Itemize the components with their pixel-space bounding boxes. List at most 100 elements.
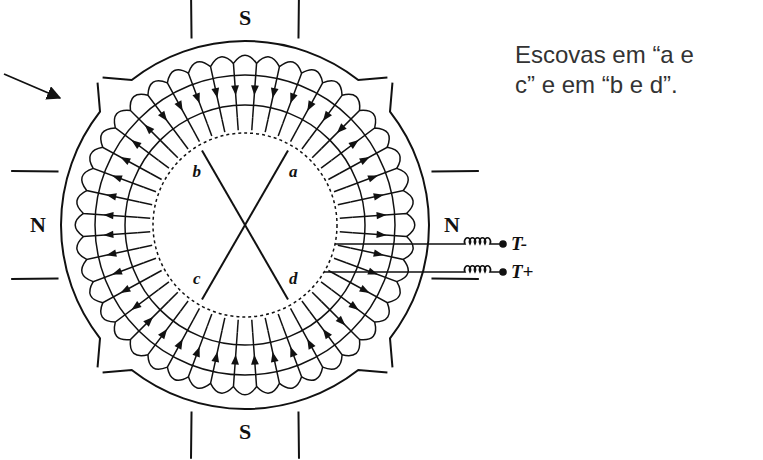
coil-turn: [331, 128, 389, 160]
current-direction: [373, 249, 384, 256]
commutator-tap: [193, 308, 199, 319]
current-direction: [307, 100, 315, 111]
current-direction: [359, 157, 370, 165]
commutator-tap: [265, 318, 268, 331]
current-direction: [376, 212, 386, 219]
coil-turn: [114, 301, 168, 339]
coil-turn: [188, 62, 210, 124]
current-direction: [211, 352, 219, 363]
current-direction: [367, 268, 378, 275]
commutator-tap: [159, 160, 169, 168]
current-direction: [323, 111, 332, 121]
current-direction: [271, 87, 279, 98]
commutator: [153, 133, 337, 317]
current-direction: [106, 193, 117, 200]
commutator-tap: [340, 231, 353, 233]
coil-turn: [90, 147, 144, 187]
commutator-tap: [328, 173, 339, 179]
current-direction: [211, 87, 219, 98]
brush-label: a: [287, 162, 300, 181]
terminal-label: T+: [509, 262, 535, 283]
commutator-tap: [251, 320, 253, 333]
field-poles: [11, 0, 479, 459]
commutator-tap: [207, 124, 212, 136]
current-direction: [359, 285, 370, 293]
current-direction: [290, 347, 297, 358]
current-direction: [131, 301, 141, 310]
current-direction: [290, 93, 297, 104]
current-direction: [251, 355, 259, 365]
terminal-dot: [500, 241, 506, 247]
pole-label: N: [28, 213, 48, 237]
brush-line: [202, 151, 288, 300]
coil-turn: [130, 311, 180, 355]
current-direction: [131, 140, 141, 149]
commutator-tap: [321, 282, 331, 290]
commutator-tap: [193, 130, 199, 141]
commutator-tap: [139, 202, 152, 205]
callout-arrow: [4, 74, 60, 98]
commutator-tap: [144, 258, 156, 263]
current-direction: [158, 111, 167, 121]
current-direction: [231, 355, 239, 365]
current-direction: [367, 175, 378, 182]
pole-shoe: [390, 83, 429, 368]
commutator-tap: [312, 149, 321, 158]
commutator-tap: [150, 173, 161, 179]
commutator-tap: [302, 139, 310, 149]
coil-turn: [77, 237, 140, 260]
commutator-tap: [321, 160, 331, 168]
pole-body: [11, 171, 58, 279]
coil-turn: [101, 290, 159, 322]
current-direction: [158, 329, 167, 339]
coil-turn: [90, 277, 150, 303]
commutator-tap: [159, 282, 169, 290]
ring-winding: [75, 55, 415, 395]
pole-shoe: [103, 41, 388, 80]
terminal-label: T-: [509, 234, 529, 255]
current-direction: [112, 175, 123, 182]
current-direction: [120, 157, 131, 165]
coil-turn: [114, 110, 158, 160]
commutator-tap: [338, 245, 351, 248]
coil-turn: [321, 301, 359, 355]
current-direction: [337, 123, 347, 133]
commutator-tap: [137, 217, 150, 219]
commutator-tap: [291, 130, 297, 141]
coil-turn: [340, 147, 400, 173]
coil-turn: [331, 290, 375, 340]
current-direction: [323, 329, 332, 339]
commutator-tap: [334, 187, 346, 192]
coil-turn: [283, 70, 323, 124]
pole-label: S: [237, 420, 253, 444]
pole-body: [191, 0, 299, 39]
commutator-tap: [278, 314, 283, 326]
commutator-tap: [237, 320, 239, 333]
current-direction: [348, 140, 358, 149]
coil-turn: [351, 248, 409, 282]
commutator-tap: [251, 117, 253, 130]
commutator-tap: [302, 301, 310, 311]
commutator-tap: [312, 292, 321, 301]
coil-turn: [351, 191, 414, 214]
coil-turn: [82, 259, 144, 281]
commutator-tap: [340, 217, 353, 219]
coil-turn: [257, 331, 280, 394]
coil-turn: [279, 326, 301, 388]
coil-turn: [353, 213, 415, 236]
commutator-tap: [180, 139, 188, 149]
current-direction: [112, 268, 123, 275]
commutator-tap: [222, 119, 225, 132]
pole-label: N: [442, 213, 462, 237]
current-direction: [336, 316, 346, 326]
brush-label: b: [191, 162, 204, 181]
pole-body: [431, 171, 478, 279]
coil-turn: [188, 331, 222, 389]
current-direction: [251, 85, 259, 95]
commutator-tap: [139, 245, 152, 248]
current-direction: [376, 231, 386, 238]
commutator-tap: [169, 149, 178, 158]
coil-turn: [82, 168, 140, 202]
